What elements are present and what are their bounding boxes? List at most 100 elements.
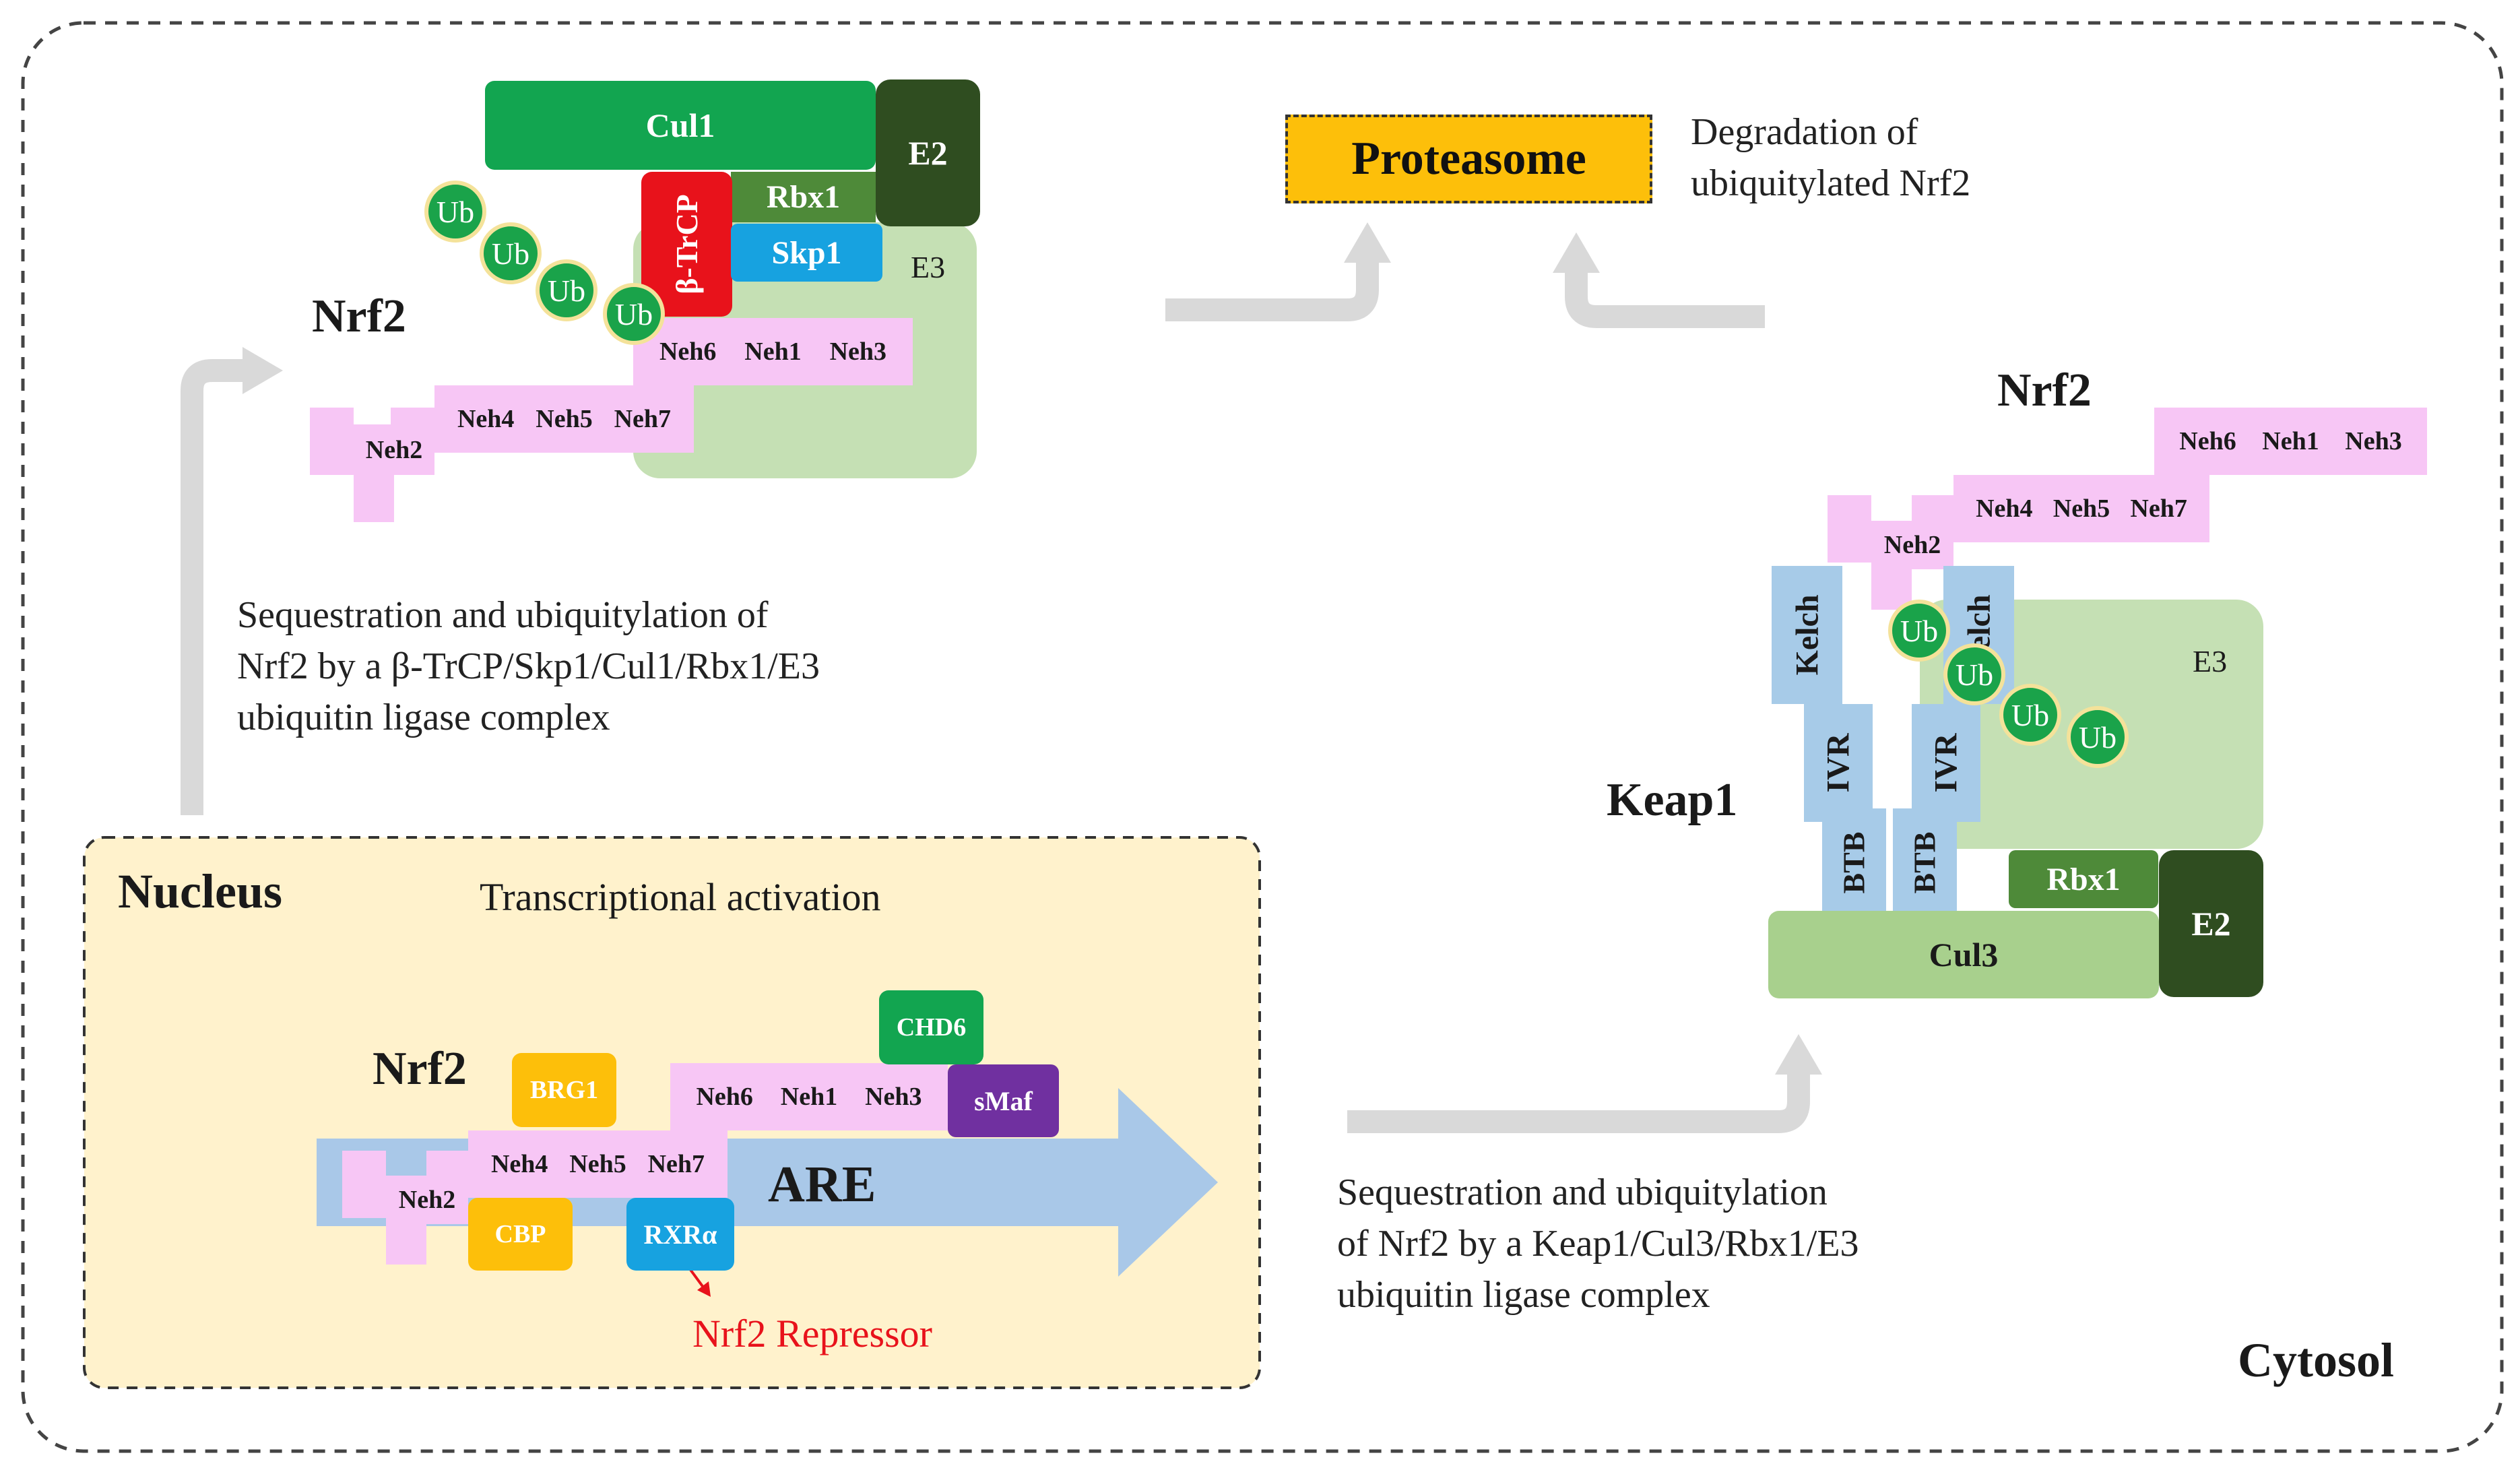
right-neh6-neh1-neh3-bar: Neh6 Neh1 Neh3 (2154, 408, 2427, 475)
right-neh2-bar: Neh2 (1871, 521, 1953, 569)
chd6-box: CHD6 (879, 990, 983, 1064)
top-e2-label: E2 (908, 134, 948, 172)
top-caption-line-3: ubiquitin ligase complex (237, 697, 610, 738)
nucleus-neh4: Neh4 (490, 1150, 548, 1178)
kelch-left-label: Kelch (1789, 594, 1826, 676)
top-neh2-bottom-stub (354, 475, 394, 522)
btb-right-label: BTB (1907, 831, 1942, 894)
top-rbx1-label: Rbx1 (766, 179, 841, 215)
proteasome-box: Proteasome (1285, 115, 1652, 203)
ivr-right-box: IVR (1912, 704, 1980, 822)
rxra-label: RXRα (643, 1219, 717, 1250)
nucleus-label: Nucleus (118, 864, 283, 918)
top-neh5: Neh5 (536, 405, 593, 433)
nucleus-neh6: Neh6 (696, 1083, 753, 1111)
arrow-top-to-proteasome (1165, 259, 1379, 321)
top-neh3: Neh3 (829, 338, 887, 366)
right-ub-2: Ub (1943, 643, 2005, 705)
ivr-left-box: IVR (1804, 704, 1873, 822)
top-ub-1: Ub (424, 181, 486, 243)
cul1-label: Cul1 (645, 106, 715, 144)
proteasome-note-line-1: Degradation of (1691, 111, 1918, 153)
btb-left-label: BTB (1836, 831, 1871, 894)
right-neh3: Neh3 (2345, 427, 2402, 455)
top-neh4-neh5-neh7-bar: Neh4 Neh5 Neh7 (434, 385, 694, 453)
proteasome-label: Proteasome (1351, 133, 1586, 185)
repressor-label: Nrf2 Repressor (692, 1312, 932, 1355)
top-neh2-left-stub (310, 408, 354, 475)
cul1-box: Cul1 (485, 81, 876, 170)
right-neh7: Neh7 (2130, 494, 2187, 523)
right-rbx1-box: Rbx1 (2009, 850, 2158, 908)
right-neh2: Neh2 (1883, 531, 1941, 559)
right-neh1: Neh1 (2262, 427, 2319, 455)
top-neh2-top-stub (391, 408, 434, 424)
right-e2-label: E2 (2191, 905, 2231, 942)
nucleus-neh4-neh5-neh7-bar: Neh4 Neh5 Neh7 (468, 1130, 728, 1198)
right-ub-1: Ub (1888, 600, 1950, 662)
right-caption-line-2: of Nrf2 by a Keap1/Cul3/Rbx1/E3 (1337, 1223, 1859, 1265)
nucleus-neh2-top-stub (426, 1151, 468, 1176)
right-neh2-left-stub (1828, 495, 1871, 563)
rxra-box: RXRα (626, 1198, 734, 1271)
smaf-label: sMaf (974, 1085, 1033, 1116)
cbp-label: CBP (494, 1220, 546, 1248)
top-e2-box: E2 (876, 79, 980, 226)
cytosol-border (21, 21, 2504, 1453)
kelch-left-box: Kelch (1772, 566, 1842, 704)
arrow-bottom-to-right (1347, 1071, 1810, 1133)
proteasome-note-line-2: ubiquitylated Nrf2 (1691, 162, 1971, 204)
keap1-label: Keap1 (1607, 774, 1738, 826)
cul3-box: Cul3 (1768, 911, 2159, 998)
smaf-box: sMaf (948, 1064, 1059, 1137)
top-neh1: Neh1 (744, 338, 802, 366)
top-caption-line-1: Sequestration and ubiquitylation of (237, 594, 769, 636)
right-ub-4: Ub (2067, 706, 2129, 768)
nucleus-neh2-bar: Neh2 (386, 1176, 468, 1224)
nucleus-neh1: Neh1 (780, 1083, 838, 1111)
nucleus-neh2-left-stub (342, 1151, 386, 1218)
right-neh5: Neh5 (2053, 494, 2110, 523)
ivr-right-label: IVR (1928, 733, 1964, 793)
ivr-left-label: IVR (1820, 733, 1856, 793)
skp1-box: Skp1 (731, 224, 882, 282)
repressor-arrow-head (697, 1281, 711, 1297)
cul3-label: Cul3 (1929, 936, 1999, 973)
nucleus-neh7: Neh7 (647, 1150, 705, 1178)
nucleus-neh6-neh1-neh3-bar: Neh6 Neh1 Neh3 (670, 1063, 948, 1130)
nucleus-title: Transcriptional activation (480, 875, 881, 919)
top-nrf2-label: Nrf2 (312, 290, 406, 342)
top-neh2-bar: Neh2 (354, 424, 434, 475)
nucleus-neh2-bottom-stub (386, 1224, 426, 1265)
skp1-label: Skp1 (771, 234, 842, 271)
right-neh6: Neh6 (2179, 427, 2236, 455)
chd6-label: CHD6 (896, 1013, 967, 1042)
top-neh7: Neh7 (614, 405, 672, 433)
top-ub-3: Ub (536, 259, 597, 321)
are-label: ARE (768, 1156, 876, 1213)
nucleus-neh3: Neh3 (865, 1083, 922, 1111)
right-e2-box: E2 (2159, 850, 2263, 997)
brg1-label: BRG1 (529, 1076, 599, 1104)
btb-right-box: BTB (1893, 808, 1957, 916)
nucleus-neh2: Neh2 (398, 1186, 456, 1214)
right-ub-3: Ub (1999, 684, 2061, 746)
top-caption-line-2: Nrf2 by a β-TrCP/Skp1/Cul1/Rbx1/E3 (237, 645, 820, 687)
right-caption-line-3: ubiquitin ligase complex (1337, 1274, 1710, 1316)
nucleus-nrf2-label: Nrf2 (373, 1043, 467, 1095)
btrcp-label: β-TrCP (670, 194, 704, 294)
top-ub-4: Ub (603, 283, 665, 345)
top-e3-label: E3 (911, 250, 946, 284)
right-caption-line-1: Sequestration and ubiquitylation (1337, 1172, 1828, 1213)
are-arrow (317, 1088, 1218, 1277)
cbp-box: CBP (468, 1198, 573, 1271)
top-neh6: Neh6 (659, 338, 717, 366)
top-neh4: Neh4 (457, 405, 515, 433)
right-neh2-top-stub (1912, 495, 1953, 521)
brg1-box: BRG1 (512, 1053, 616, 1127)
right-neh4-neh5-neh7-bar: Neh4 Neh5 Neh7 (1953, 475, 2209, 542)
btb-left-box: BTB (1822, 808, 1886, 916)
right-rbx1-label: Rbx1 (2046, 861, 2121, 897)
top-ub-2: Ub (480, 222, 542, 284)
